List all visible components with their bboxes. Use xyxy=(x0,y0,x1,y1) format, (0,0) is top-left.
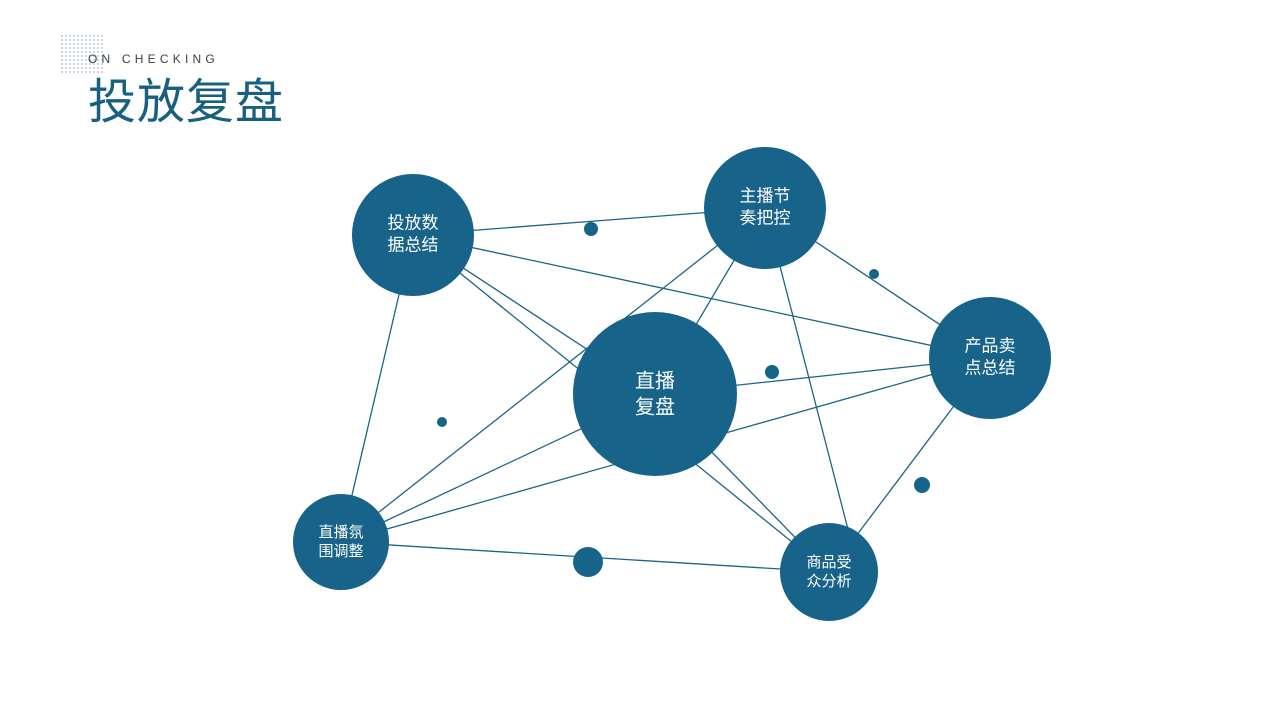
node-rhythm-control-circle xyxy=(704,147,826,269)
edge-dot xyxy=(914,477,930,493)
node-center-label: 直播复盘 xyxy=(635,368,675,418)
node-selling-points-circle xyxy=(929,297,1051,419)
node-atmosphere-label: 直播氛围调整 xyxy=(318,522,364,560)
page-subtitle: ON CHECKING xyxy=(88,52,219,66)
edge xyxy=(340,207,766,543)
node-data-summary-circle xyxy=(352,174,474,296)
node-atmosphere-circle xyxy=(293,494,389,590)
edge-dot xyxy=(869,269,879,279)
page-title: 投放复盘 xyxy=(88,74,285,130)
node-selling-points-label: 产品卖点总结 xyxy=(964,336,1016,378)
node-data-summary-label: 投放数据总结 xyxy=(387,213,439,255)
edge-dot xyxy=(765,365,779,379)
edge-dots xyxy=(437,222,930,577)
node-circles xyxy=(293,147,1051,621)
node-rhythm-control-label: 主播节奏把控 xyxy=(739,186,791,228)
edge-dot xyxy=(584,222,598,236)
edge-dot xyxy=(573,547,603,577)
node-audience-label: 商品受众分析 xyxy=(806,552,852,590)
dot-grid-decoration xyxy=(60,34,104,74)
node-audience-circle xyxy=(780,523,878,621)
edge-dot xyxy=(437,417,447,427)
node-center-circle xyxy=(573,312,737,476)
edge xyxy=(764,207,860,573)
edge xyxy=(412,234,991,359)
